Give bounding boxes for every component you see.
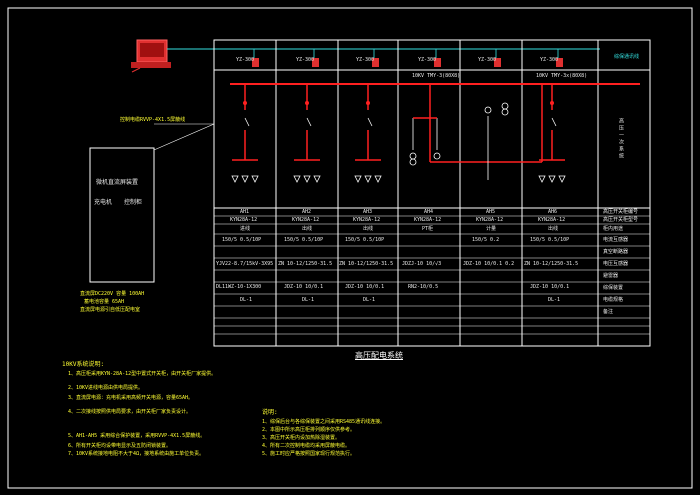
bus-label-left: 10KV TMY-3(80X8): [412, 73, 461, 79]
note-line: 4、二次接线按照供电局要求，由开关柜厂家负责设计。: [68, 409, 192, 415]
cell-cable: JDZJ-10 10/√3: [402, 261, 442, 267]
note-line: 2、10KV进线电源由供电局提供。: [68, 385, 144, 391]
cabinet-title: 微机直流屏装置: [96, 179, 139, 186]
row-label: 柜内用途: [603, 226, 624, 232]
row-label: 电压互感器: [603, 261, 629, 267]
cell-type: KYN28A-12: [476, 217, 504, 223]
row-label: 避雷器: [603, 273, 619, 279]
cell-use: PT柜: [422, 226, 434, 232]
cell-cable: ZN 10-12/1250-31.5: [339, 261, 394, 267]
note-line: 5、AH1-AH5 采用综合保护装置，采用RVVP-4X1.5屏蔽线。: [68, 433, 206, 439]
cell-use: 出线: [548, 226, 559, 232]
right-note-line: 3、高压开关柜内设加热除湿装置。: [262, 435, 341, 441]
cell-protect: JDZ-10 10/0.1: [345, 284, 385, 290]
cell-cable: ZN 10-12/1250-31.5: [524, 261, 579, 267]
cell-protect: RN2-10/0.5: [408, 284, 439, 290]
relay-label: YZ-300: [478, 57, 497, 63]
cabinet-line2: 控制柜: [124, 199, 143, 206]
cell-meter: DL-1: [240, 297, 253, 303]
cell-use: 出线: [363, 226, 374, 232]
cell-type: KYN28A-12: [292, 217, 320, 223]
relay-label: YZ-300: [540, 57, 559, 63]
relay-label: YZ-300: [418, 57, 437, 63]
right-note-line: 2、本图中所示高压柜排列顺序仅供参考。: [262, 427, 356, 433]
cabinet-note: 蓄电池容量 65AH: [84, 299, 125, 305]
cell-no: AH1: [240, 209, 250, 215]
cell-protect: DL11WZ-10-1X300: [216, 284, 262, 290]
cell-type: KYN28A-12: [414, 217, 442, 223]
right-note-line: 5、施工时应严格按照国家现行规范执行。: [262, 451, 356, 457]
cell-no: AH3: [363, 209, 373, 215]
note-line: 1、高压柜采用KYN-28A-12型中置式开关柜，由开关柜厂家提供。: [68, 371, 217, 377]
relay-label: YZ-300: [296, 57, 315, 63]
right-note-line: 1、综保后台与各综保装置之间采用RS485通讯线连接。: [262, 419, 386, 425]
cell-meter: DL-1: [548, 297, 561, 303]
row-label: 备注: [603, 309, 614, 315]
row-label: 电缆规格: [603, 297, 624, 303]
computer-icon: [131, 39, 171, 73]
cell-cable: JDZ-10 10/0.1 0.2: [463, 261, 515, 267]
cell-type: KYN28A-12: [353, 217, 381, 223]
table-rows: [214, 215, 650, 335]
right-note-line: 4、所有二次控制电缆均采用屏蔽电缆。: [262, 443, 351, 449]
cell-no: AH5: [486, 209, 496, 215]
cell-no: AH4: [424, 209, 434, 215]
right-notes-title: 说明:: [262, 409, 278, 416]
cell-use: 计量: [486, 226, 497, 232]
top-right-label: 综保通讯线: [614, 54, 640, 60]
cell-ct: 150/5 0.2: [472, 237, 500, 243]
relay-icons: [252, 58, 563, 67]
cell-protect: JDZ-10 10/0.1: [530, 284, 570, 290]
row-label: 高压开关柜编号: [603, 209, 639, 215]
diagram-title: 高压配电系统: [355, 351, 403, 360]
dc-cabinet: [89, 147, 155, 283]
cell-use: 出线: [302, 226, 313, 232]
main-grid: [213, 39, 651, 347]
cell-cable: YJV22-8.7/15kV-3X95: [216, 261, 274, 267]
row-label: 真空断路器: [603, 249, 629, 255]
relay-label: YZ-300: [356, 57, 375, 63]
note-line: 6、所有开关柜均设带电显示及五防闭锁装置。: [68, 443, 172, 449]
cell-meter: DL-1: [363, 297, 376, 303]
relay-label: YZ-300: [236, 57, 255, 63]
row-label: 高压开关柜型号: [603, 217, 639, 223]
cell-ct: 150/5 0.5/10P: [222, 237, 262, 243]
cell-ct: 150/5 0.5/10P: [345, 237, 385, 243]
note-line: 3、直流屏电源：充电机采用高频开关电源，容量65AH。: [68, 395, 194, 401]
drawing-frame: [7, 7, 693, 489]
cell-no: AH6: [548, 209, 558, 215]
cell-cable: ZN 10-12/1250-31.5: [278, 261, 333, 267]
feeder-branches: [232, 84, 565, 180]
cabinet-note: 直流屏DC220V 容量 100AH: [80, 291, 145, 297]
right-panel-label: 高压一次系统: [618, 118, 624, 160]
cell-no: AH2: [302, 209, 312, 215]
notes-title: 10KV系统说明:: [62, 361, 105, 368]
note-line: 7、10KV系统接地电阻不大于4Ω，接地系统由施工单位负责。: [68, 451, 205, 457]
bus-label-right: 10KV TMY-3x(80X8): [536, 73, 588, 79]
cell-ct: 150/5 0.5/10P: [284, 237, 324, 243]
cell-protect: JDZ-10 10/0.1: [284, 284, 324, 290]
terminal-symbols: [231, 175, 566, 183]
cabinet-line1: 充电机: [94, 199, 113, 206]
cabinet-note: 直流屏电源引自低压配电室: [80, 307, 141, 313]
cell-use: 进线: [240, 226, 251, 232]
cell-type: KYN28A-12: [538, 217, 566, 223]
cell-meter: DL-1: [302, 297, 315, 303]
cable-note: 控制电缆RVVP-4X1.5屏蔽线: [120, 117, 186, 123]
cell-type: KYN28A-12: [230, 217, 258, 223]
row-label: 电流互感器: [603, 237, 629, 243]
row-label: 综保装置: [603, 285, 624, 291]
cell-ct: 150/5 0.5/10P: [530, 237, 570, 243]
